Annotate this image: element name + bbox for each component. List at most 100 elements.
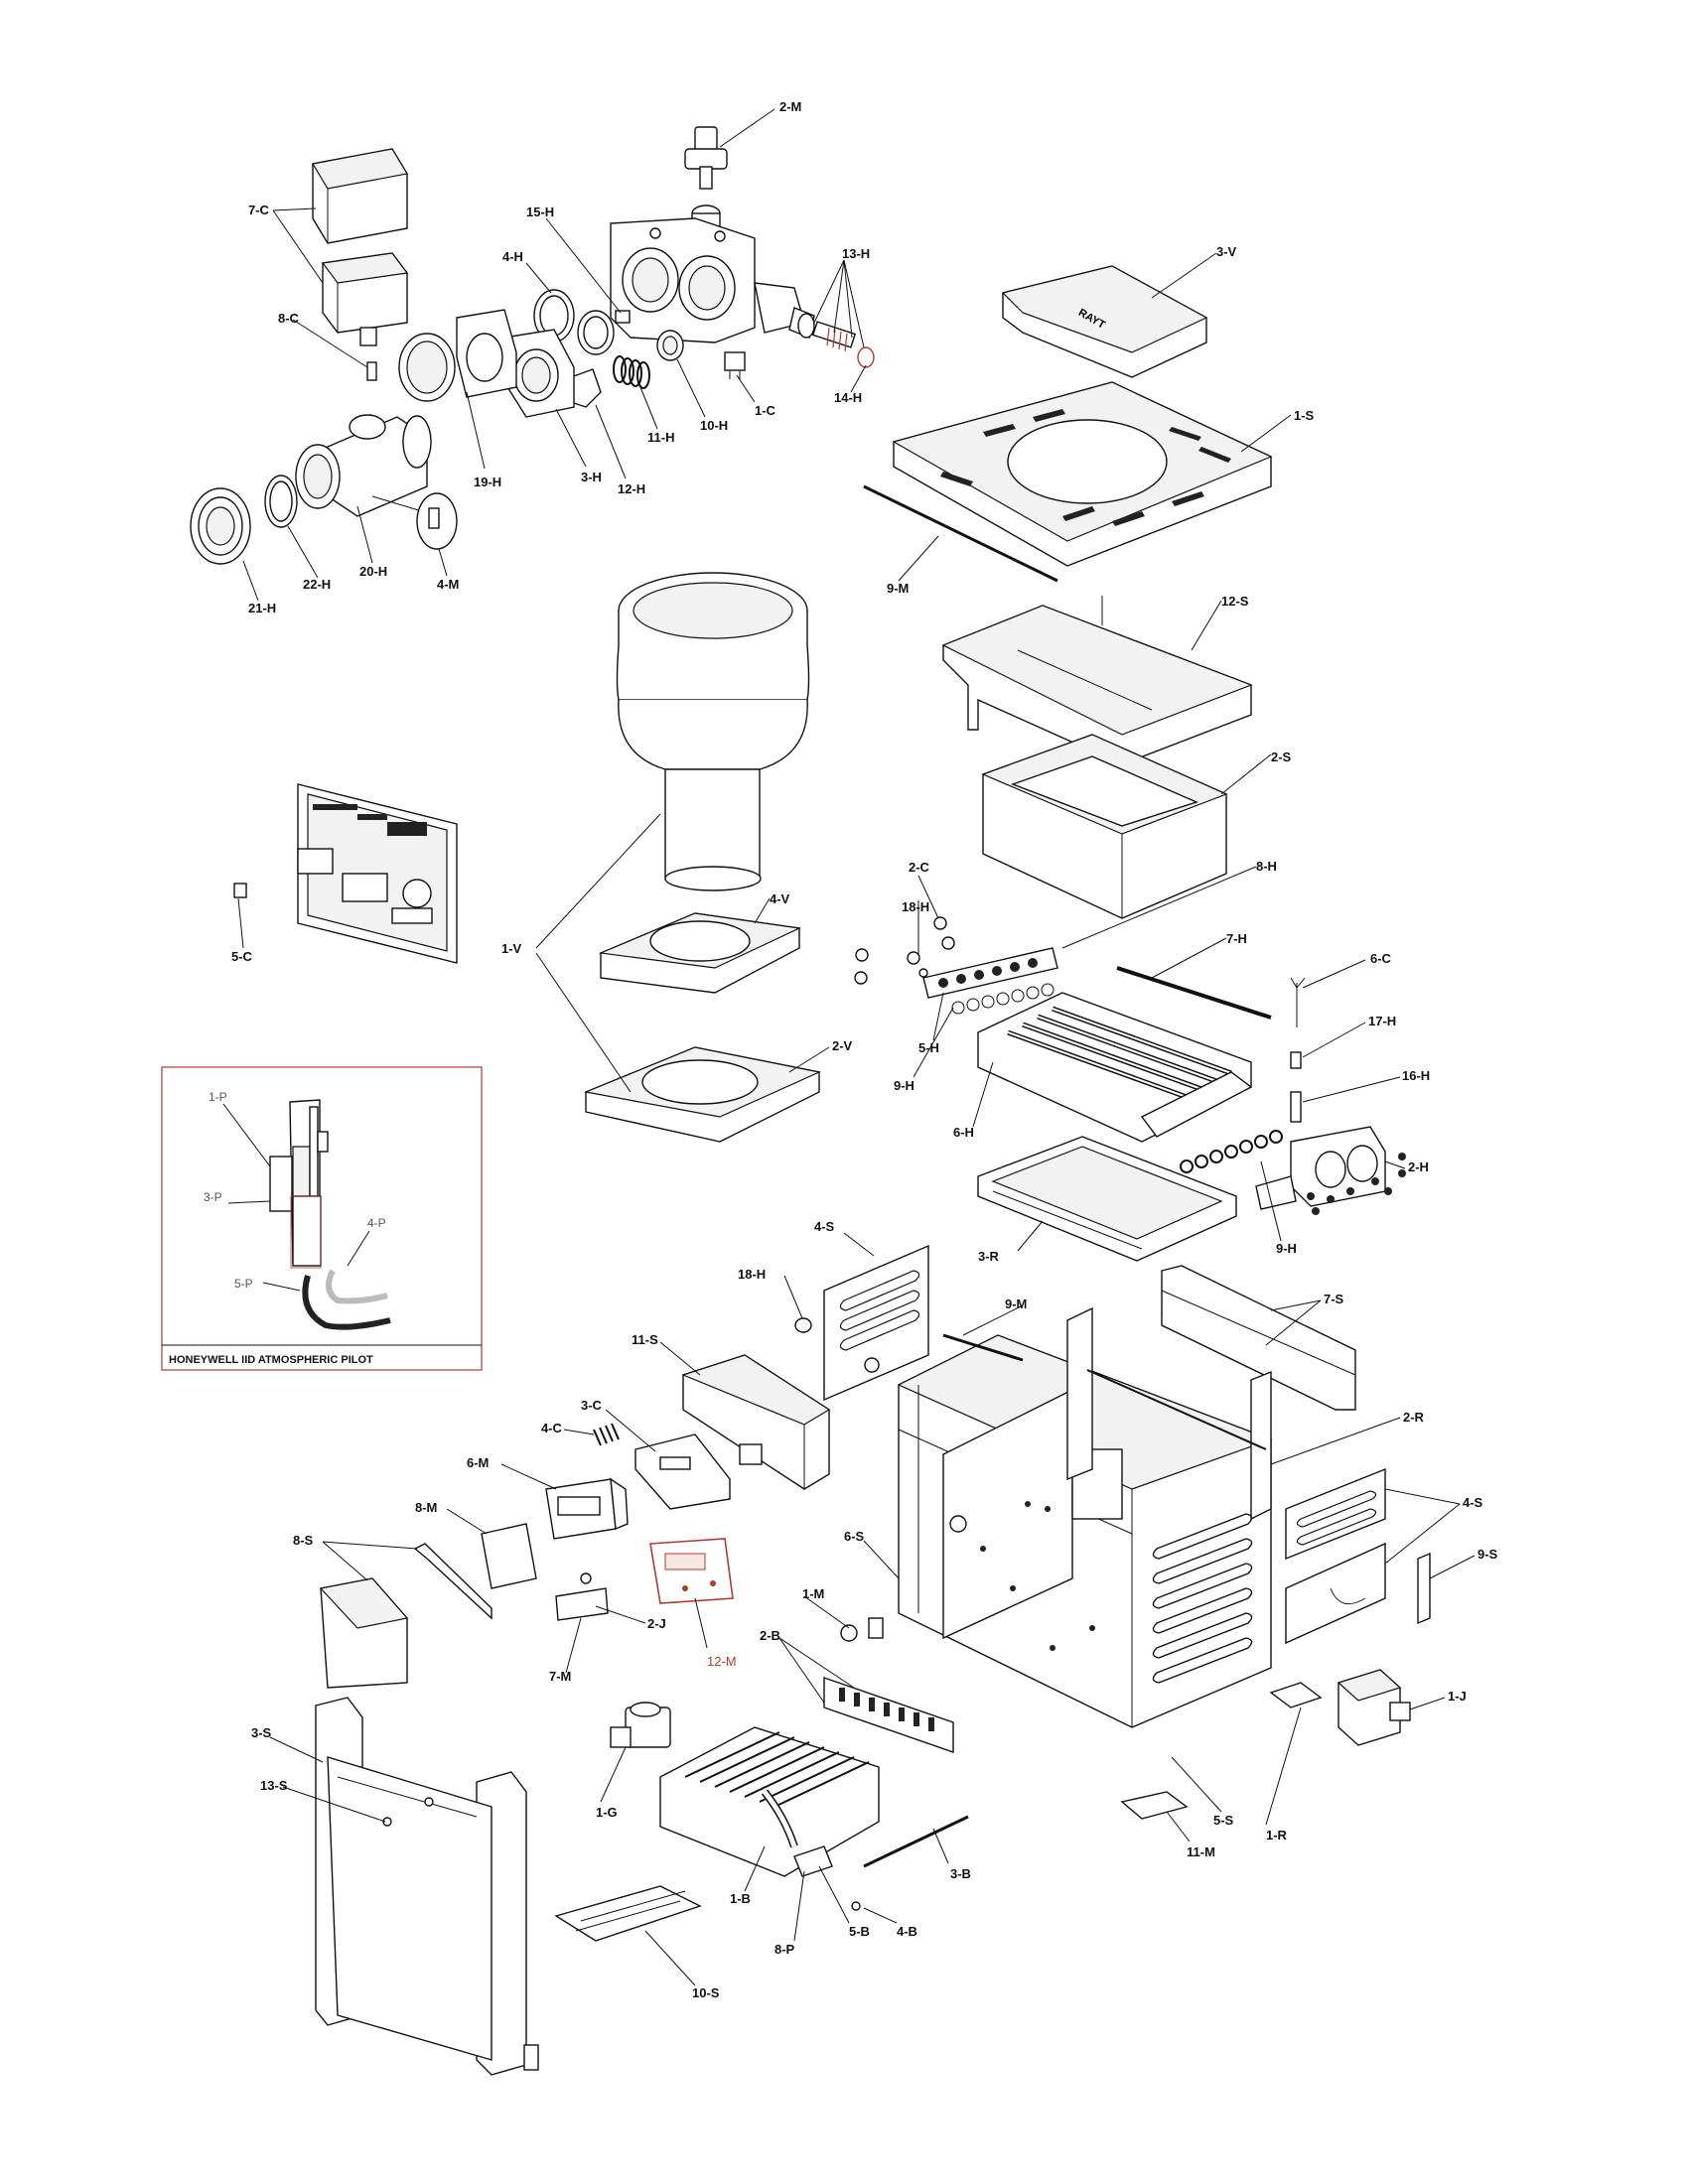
part-12h-flapper xyxy=(570,368,602,408)
label-3h: 3-H xyxy=(581,470,602,484)
part-7c-transformer xyxy=(312,148,409,346)
label-9m-b: 9-M xyxy=(1005,1297,1027,1311)
part-5b-bracket xyxy=(793,1845,833,1877)
part-7h-rod xyxy=(1116,966,1272,1020)
label-1v: 1-V xyxy=(501,941,522,956)
label-9m: 9-M xyxy=(887,581,909,596)
label-6c: 6-C xyxy=(1370,951,1392,966)
label-12s: 12-S xyxy=(1221,594,1249,609)
label-11m: 11-M xyxy=(1187,1844,1215,1859)
label-3v: 3-V xyxy=(1216,244,1237,259)
part-9s-bracket xyxy=(1417,1552,1431,1625)
part-2h-return-header xyxy=(1255,1126,1406,1215)
label-8p: 8-P xyxy=(774,1942,795,1957)
label-10h: 10-H xyxy=(700,418,728,433)
label-1g: 1-G xyxy=(596,1805,618,1820)
part-21h-union-nut xyxy=(190,487,251,565)
label-3s: 3-S xyxy=(251,1725,272,1740)
label-8h: 8-H xyxy=(1256,859,1277,874)
label-12h: 12-H xyxy=(618,481,645,496)
part-20h-tee-fitting xyxy=(295,414,432,517)
part-4c-spring xyxy=(593,1423,620,1446)
part-cabinet-louvers xyxy=(1152,1513,1253,1684)
part-5c-control-board xyxy=(233,783,458,964)
label-4p: 4-P xyxy=(367,1216,386,1230)
label-5p: 5-P xyxy=(234,1277,253,1291)
label-18h: 18-H xyxy=(902,899,929,914)
label-2b: 2-B xyxy=(760,1628,780,1643)
label-1m: 1-M xyxy=(802,1586,824,1601)
part-1b-burner-tray xyxy=(659,1726,880,1877)
label-16h: 16-H xyxy=(1402,1068,1430,1083)
part-11h-spring xyxy=(613,355,650,389)
part-3v-vent-cover: RAYT xyxy=(1001,265,1208,378)
callout-labels: 2-M 7-C 15-H 13-H 4-H 3-V 8-C 1-C 14-H 1… xyxy=(231,99,1498,2000)
part-11s-control-panel xyxy=(681,1354,831,1490)
label-9h-b: 9-H xyxy=(1276,1241,1297,1256)
part-1j-transformer xyxy=(1336,1669,1411,1746)
label-2m: 2-M xyxy=(779,99,801,114)
part-2s-collector xyxy=(981,734,1228,919)
label-3r: 3-R xyxy=(978,1249,1000,1264)
part-6m-bezel xyxy=(545,1477,629,1540)
label-8c: 8-C xyxy=(278,311,300,326)
label-18h-b: 18-H xyxy=(738,1267,766,1282)
label-5s: 5-S xyxy=(1213,1813,1234,1828)
part-12m-board xyxy=(649,1538,734,1604)
label-8s: 8-S xyxy=(293,1533,314,1548)
label-6s: 6-S xyxy=(844,1529,865,1544)
label-4m: 4-M xyxy=(437,577,459,592)
label-4s-b: 4-S xyxy=(1463,1495,1483,1510)
leader-1v xyxy=(535,813,661,1093)
part-header-manifold xyxy=(610,217,815,343)
label-13h: 13-H xyxy=(842,246,870,261)
part-2c-nuts xyxy=(854,916,955,985)
label-3c: 3-C xyxy=(581,1398,603,1413)
label-1j: 1-J xyxy=(1448,1689,1467,1704)
part-4v-plate xyxy=(598,912,802,994)
label-4c: 4-C xyxy=(541,1421,563,1435)
label-14h: 14-H xyxy=(834,390,862,405)
part-1v-draft-hood xyxy=(616,572,810,891)
label-2r: 2-R xyxy=(1403,1410,1425,1425)
part-2v-plate xyxy=(583,1046,821,1143)
label-4s: 4-S xyxy=(814,1219,835,1234)
label-2s: 2-S xyxy=(1271,750,1292,764)
label-1p: 1-P xyxy=(209,1090,227,1104)
label-8m: 8-M xyxy=(415,1500,437,1515)
part-3r-tray xyxy=(977,1136,1237,1262)
label-4v: 4-V xyxy=(770,891,790,906)
label-3b: 3-B xyxy=(950,1866,971,1881)
part-4m-knob xyxy=(371,492,458,550)
part-1r-plate xyxy=(1269,1682,1323,1708)
label-20h: 20-H xyxy=(359,564,387,579)
label-2v: 2-V xyxy=(832,1038,853,1053)
part-15h-fitting xyxy=(615,310,631,324)
label-3p: 3-P xyxy=(204,1190,222,1204)
part-2r-rail xyxy=(1066,1306,1272,1521)
label-7s: 7-S xyxy=(1324,1292,1344,1306)
part-4s-side-panel xyxy=(823,1244,929,1402)
part-1c-sensor xyxy=(724,351,746,379)
label-4h: 4-H xyxy=(502,249,523,264)
part-7m-switch-plate xyxy=(555,1572,609,1621)
part-8s-trim xyxy=(319,1543,492,1689)
label-6h: 6-H xyxy=(953,1125,974,1140)
part-9m-strip xyxy=(863,484,1058,583)
part-12s-bracket xyxy=(941,596,1253,765)
label-12m: 12-M xyxy=(707,1654,737,1669)
label-19h: 19-H xyxy=(474,475,501,489)
label-13s: 13-S xyxy=(260,1778,288,1793)
part-10h-fitting xyxy=(656,330,684,361)
part-1g-gas-valve xyxy=(610,1702,671,1748)
label-4b: 4-B xyxy=(897,1924,917,1939)
part-1s-top-panel xyxy=(892,381,1273,567)
part-2m-pressure-switch xyxy=(684,126,728,236)
part-2b-burner-manifold xyxy=(823,1677,954,1753)
part-3b-rod xyxy=(863,1815,969,1868)
label-9s: 9-S xyxy=(1477,1547,1498,1562)
part-5h-manifold xyxy=(922,947,1058,1015)
part-9h-gaskets xyxy=(1180,1130,1283,1173)
part-3s-front-door xyxy=(315,1697,539,2076)
